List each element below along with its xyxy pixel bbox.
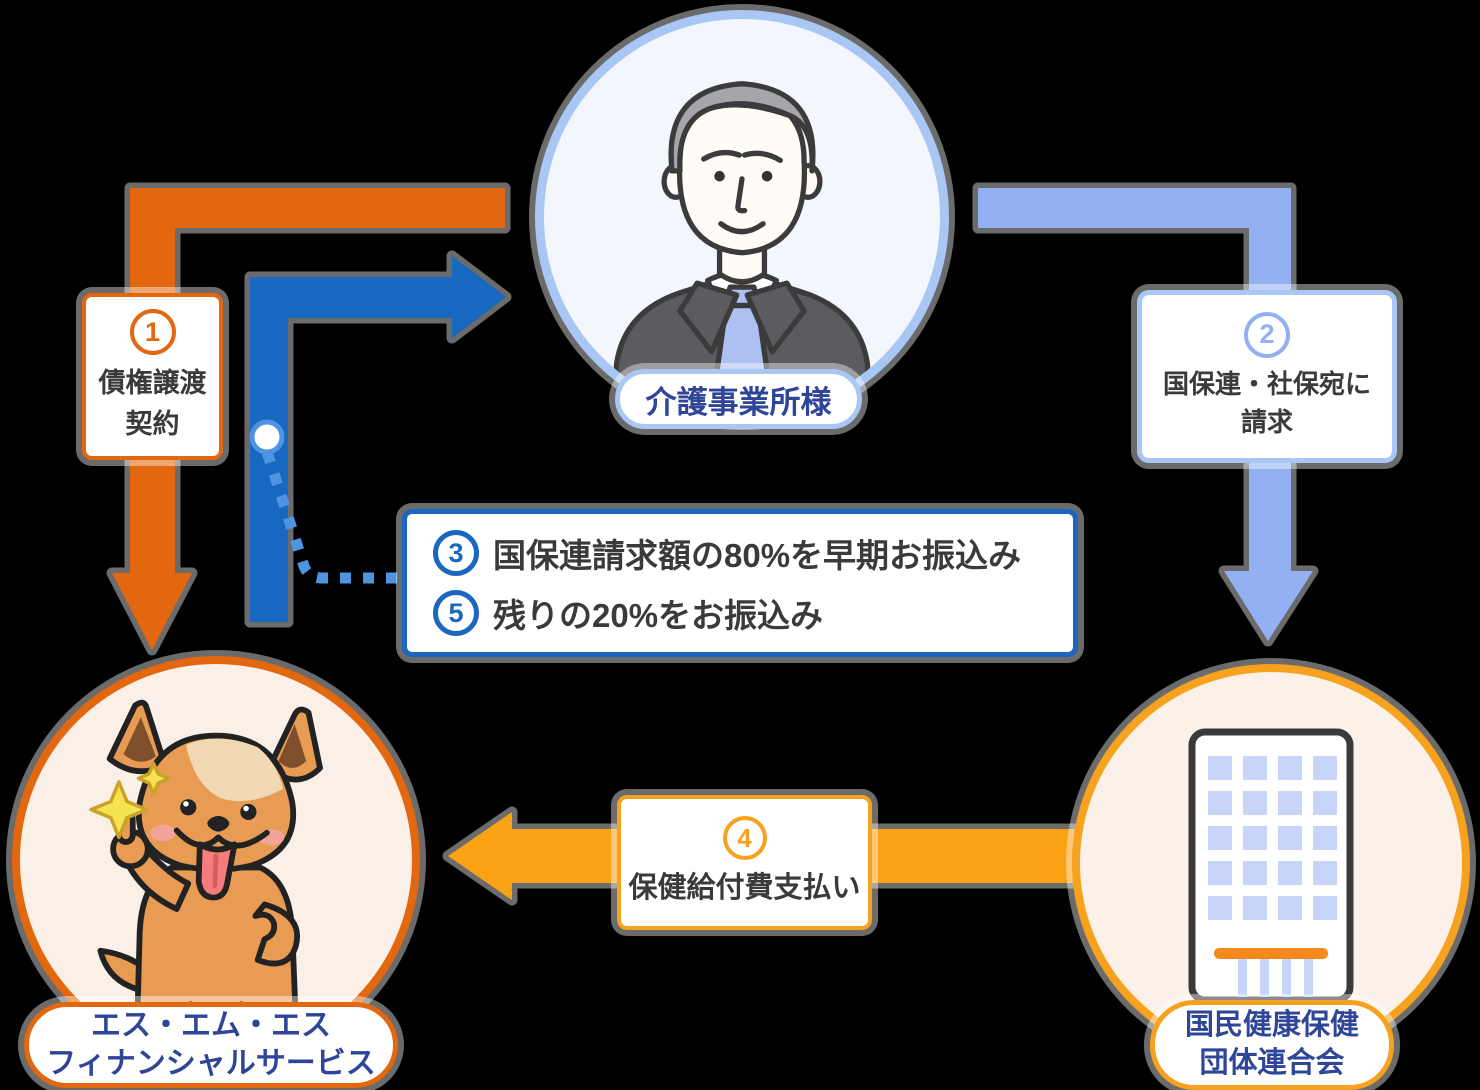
sms-label-line1: エス・エム・エス — [91, 1008, 331, 1042]
dog-mascot-illustration — [89, 699, 323, 1044]
connector-dot — [249, 419, 285, 455]
care-office-label: 介護事業所様 — [615, 369, 862, 429]
step1-number-badge: 1 — [129, 309, 176, 355]
step4-box: 4 保健給付費支払い — [617, 795, 872, 930]
kokuhoren-label-line1: 国民健康保健 — [1184, 1009, 1359, 1042]
step5-number-badge: 5 — [433, 590, 479, 636]
step3-step5-box: 3 国保連請求額の80%を早期お振込み 5 残りの20%をお振込み — [402, 509, 1078, 657]
step3-text: 国保連請求額の80%を早期お振込み — [493, 537, 1022, 574]
step2-number-badge: 2 — [1244, 311, 1290, 358]
businessman-illustration — [610, 81, 874, 415]
kokuhoren-label-line2: 団体連合会 — [1199, 1047, 1345, 1079]
care-office-circle — [535, 10, 949, 424]
step2-text: 国保連・社保宛に 請求 — [1162, 368, 1371, 437]
step5-text: 残りの20%をお振込み — [493, 597, 824, 634]
step4-number-badge: 4 — [722, 816, 767, 861]
blue-right-arrow — [244, 250, 512, 628]
step4-text: 保健給付費支払い — [628, 872, 861, 905]
office-building-icon — [1188, 728, 1354, 1004]
step1-box: 1 債権譲渡 契約 — [82, 293, 223, 460]
step1-text: 債権譲渡 契約 — [98, 368, 207, 439]
step3-number-badge: 3 — [433, 530, 479, 576]
dotted-connector-line — [261, 450, 401, 584]
kokuhoren-circle — [1072, 664, 1470, 1062]
care-office-label-text: 介護事業所様 — [645, 384, 832, 420]
step5-row: 5 残りの20%をお振込み — [433, 589, 823, 637]
step3-row: 3 国保連請求額の80%を早期お振込み — [433, 529, 1021, 577]
kokuhoren-label: 国民健康保健 団体連合会 — [1150, 1000, 1394, 1090]
sms-label-line2: フィナンシャルサービス — [46, 1047, 376, 1080]
sms-label: エス・エム・エス フィナンシャルサービス — [24, 1002, 398, 1088]
step2-box: 2 国保連・社保宛に 請求 — [1137, 290, 1397, 463]
